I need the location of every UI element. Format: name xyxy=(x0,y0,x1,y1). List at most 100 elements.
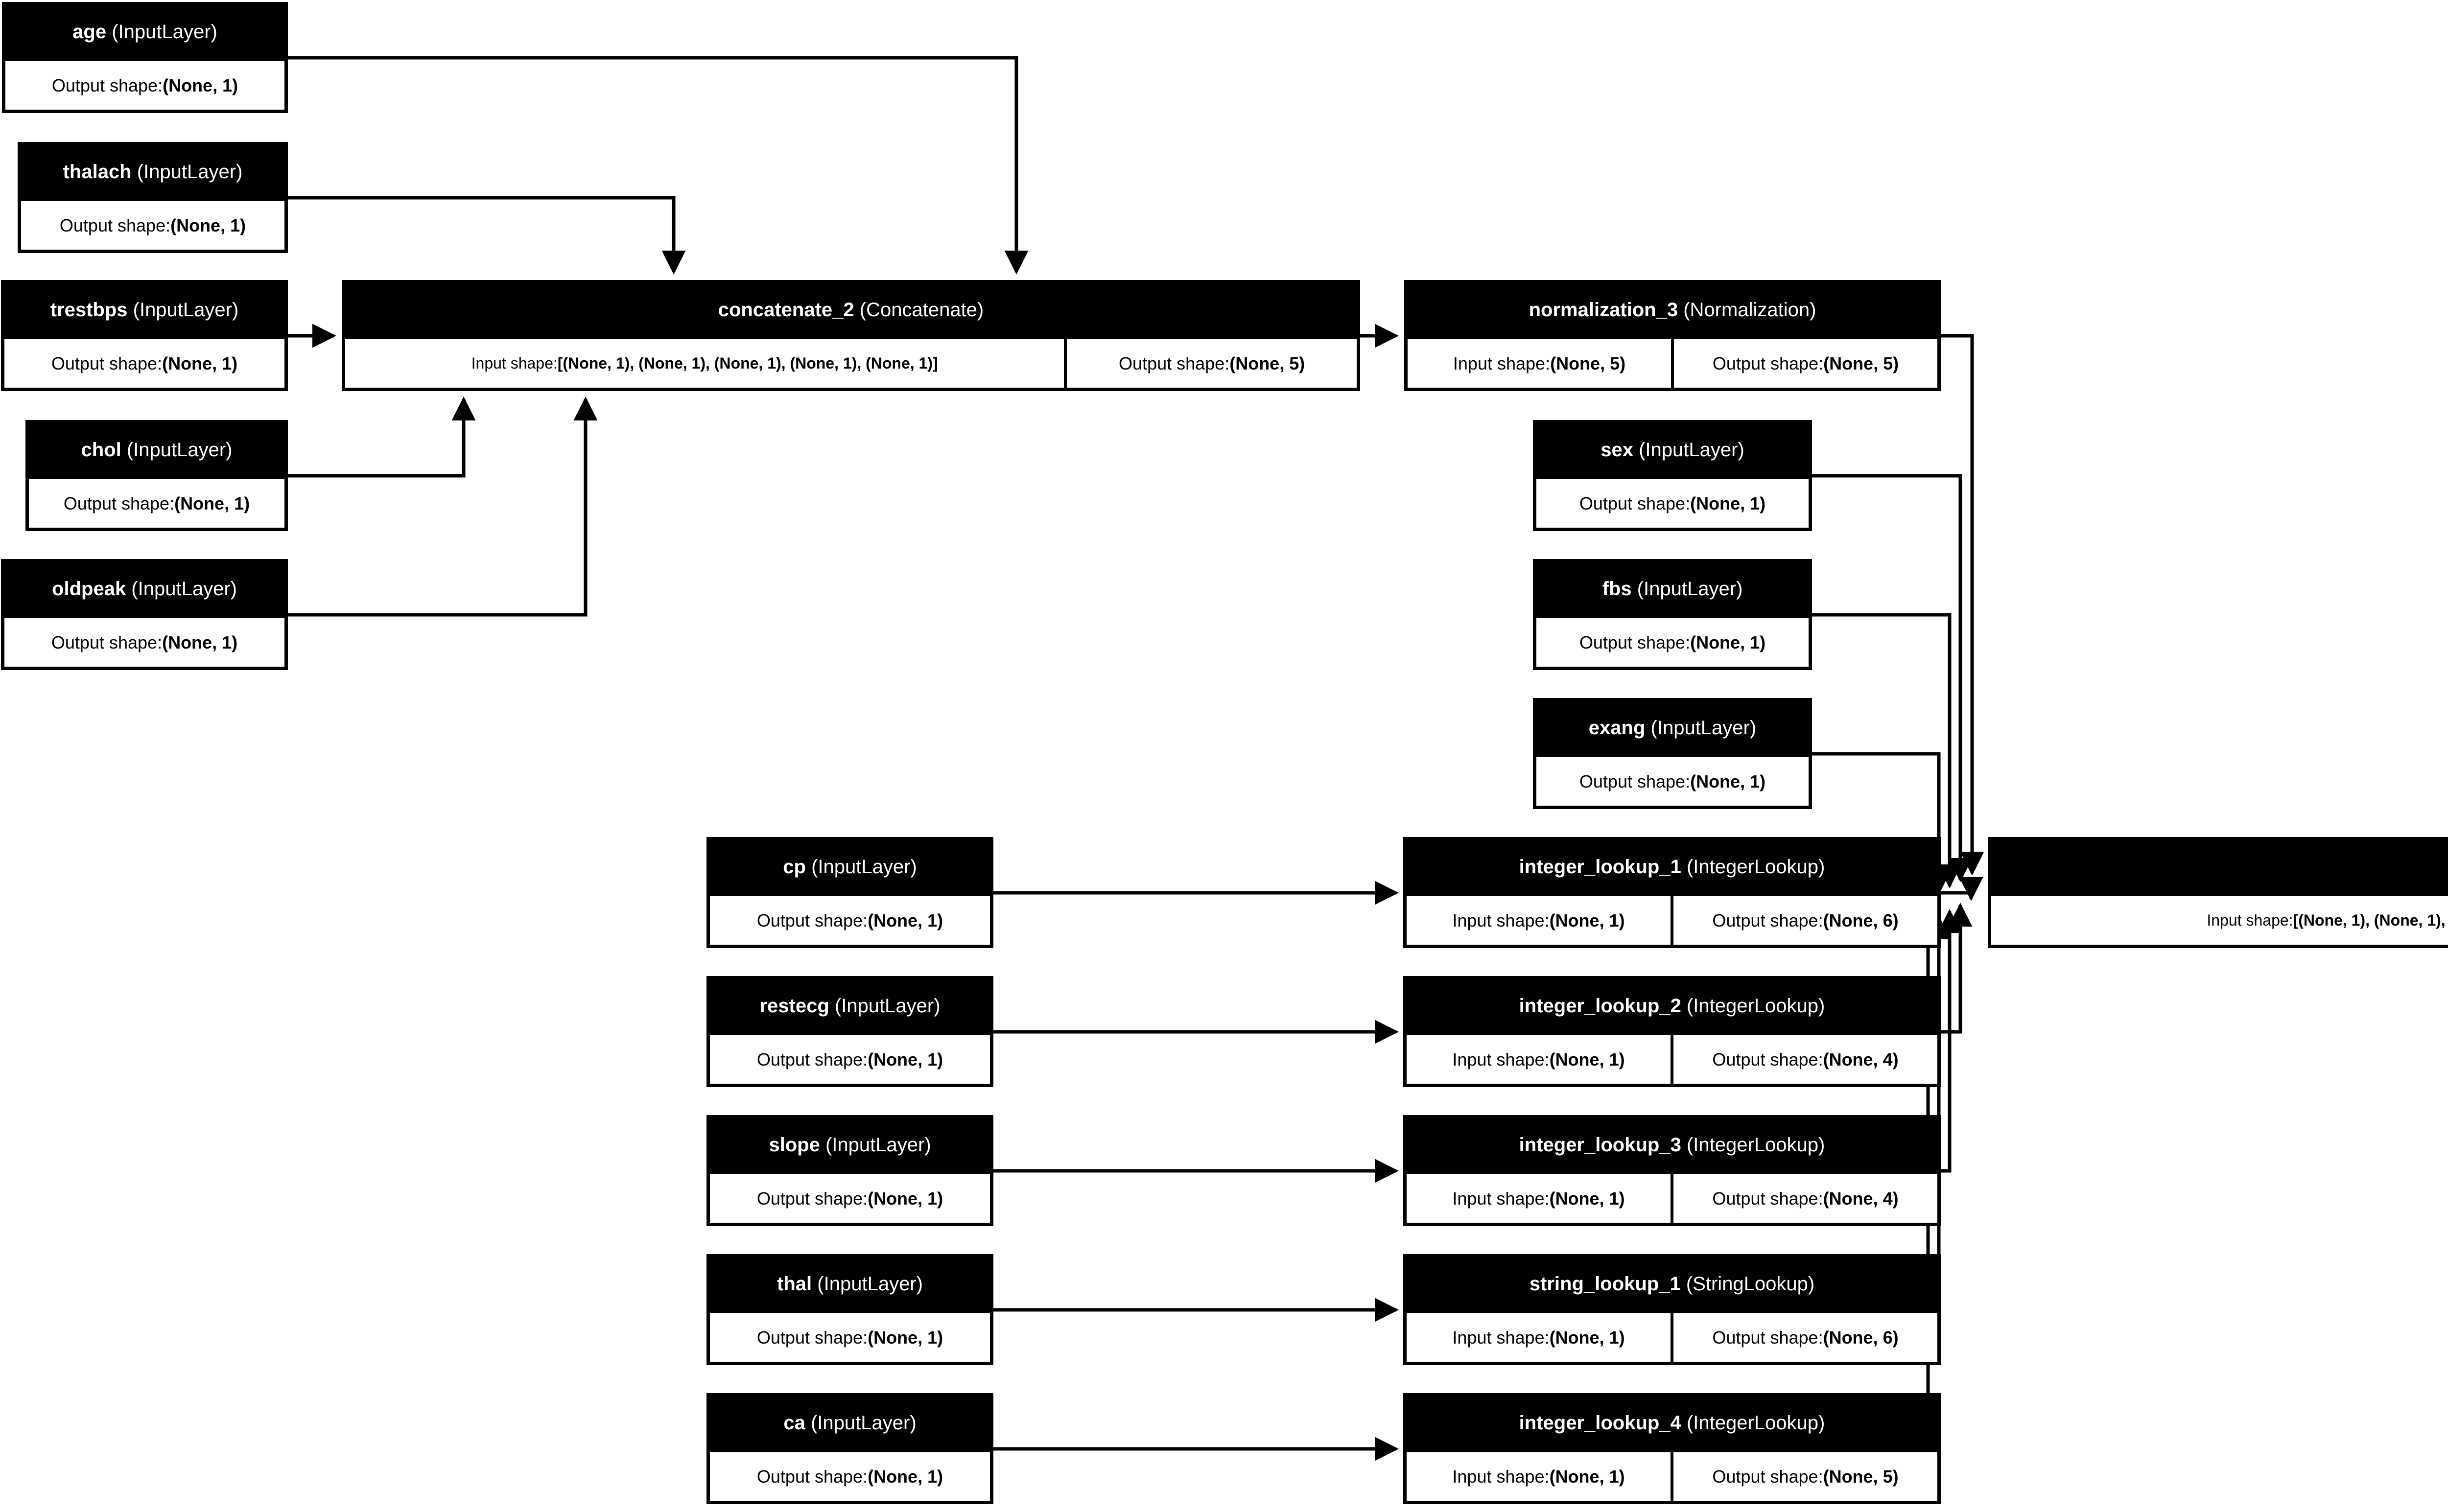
layer-node-integer_lookup_1[interactable]: integer_lookup_1 (IntegerLookup)Input sh… xyxy=(1403,837,1941,948)
layer-node-sex[interactable]: sex (InputLayer)Output shape: (None, 1) xyxy=(1533,420,1812,531)
shape-label: Input shape: xyxy=(1453,353,1551,373)
layer-title-oldpeak: oldpeak (InputLayer) xyxy=(3,561,286,617)
shape-value: (None, 1) xyxy=(163,75,238,95)
layer-shapes-oldpeak: Output shape: (None, 1) xyxy=(3,617,286,668)
layer-node-thalach[interactable]: thalach (InputLayer)Output shape: (None,… xyxy=(18,142,288,253)
layer-name-slope: slope xyxy=(769,1134,820,1156)
layer-name-normalization_3: normalization_3 xyxy=(1529,299,1678,321)
layer-node-oldpeak[interactable]: oldpeak (InputLayer)Output shape: (None,… xyxy=(1,559,288,670)
layer-class-fbs: (InputLayer) xyxy=(1631,578,1743,600)
layer-node-integer_lookup_3[interactable]: integer_lookup_3 (IntegerLookup) Input sh… xyxy=(1403,1115,1941,1226)
layer-name-sex: sex xyxy=(1601,439,1633,461)
shape-label: Output shape: xyxy=(59,215,171,235)
shape-value: (None, 4) xyxy=(1823,1049,1899,1070)
layer-class-chol: (InputLayer) xyxy=(121,439,233,461)
edge-chol-to-concatenate_2 xyxy=(288,396,476,478)
layer-node-restecg[interactable]: restecg (InputLayer)Output shape: (None,… xyxy=(706,976,993,1087)
output-shape-cell-age: Output shape: (None, 1) xyxy=(4,60,286,111)
shape-label: Output shape: xyxy=(1712,353,1824,373)
shape-value: [(None, 1), (None, 1), (None, 1), (None,… xyxy=(557,354,938,372)
layer-name-thal: thal xyxy=(777,1273,812,1295)
layer-name-integer_lookup_3: integer_lookup_3 xyxy=(1519,1134,1681,1156)
layer-name-integer_lookup_1: integer_lookup_1 xyxy=(1519,856,1681,878)
shape-label: Output shape: xyxy=(63,493,175,513)
layer-node-concatenate_3[interactable]: concatenate_3 (Concatenate)Input shape: … xyxy=(1988,837,2448,948)
layer-class-thal: (InputLayer) xyxy=(812,1273,923,1295)
layer-class-age: (InputLayer) xyxy=(106,21,217,43)
layer-name-exang: exang xyxy=(1588,717,1646,739)
shape-label: Output shape: xyxy=(51,632,163,652)
shape-value: (None, 1) xyxy=(868,1049,943,1070)
shape-label: Output shape: xyxy=(756,1327,868,1348)
layer-shapes-age: Output shape: (None, 1) xyxy=(4,60,286,111)
shape-value: [(None, 1), (None, 1), (None, 1), (None,… xyxy=(2293,911,2448,929)
layer-node-string_lookup_1[interactable]: string_lookup_1 (StringLookup)Input shap… xyxy=(1403,1254,1941,1365)
layer-node-concatenate_2[interactable]: concatenate_2 (Concatenate)Input shape: … xyxy=(342,280,1360,391)
shape-label: Input shape: xyxy=(1452,1188,1550,1209)
input-shape-cell-integer_lookup_2: Input shape: (None, 1) xyxy=(1405,1034,1672,1085)
layer-name-thalach: thalach xyxy=(63,161,132,183)
output-shape-cell-exang: Output shape: (None, 1) xyxy=(1535,756,1810,807)
shape-label: Input shape: xyxy=(471,354,558,372)
layer-node-normalization_3[interactable]: normalization_3 (Normalization)Input sha… xyxy=(1404,280,1941,391)
layer-node-integer_lookup_2[interactable]: integer_lookup_2 (IntegerLookup)Input sh… xyxy=(1403,976,1941,1087)
layer-title-fbs: fbs (InputLayer) xyxy=(1535,561,1810,617)
layer-shapes-exang: Output shape: (None, 1) xyxy=(1535,756,1810,807)
input-shape-cell-concatenate_3: Input shape: [(None, 1), (None, 1), (Non… xyxy=(1990,895,2448,946)
layer-title-age: age (InputLayer) xyxy=(4,4,286,60)
layer-shapes-normalization_3: Input shape: (None, 5)Output shape: (Non… xyxy=(1406,338,1939,389)
shape-value: (None, 1) xyxy=(174,493,250,513)
layer-shapes-slope: Output shape: (None, 1) xyxy=(708,1173,991,1224)
layer-name-cp: cp xyxy=(783,856,806,878)
shape-value: (None, 5) xyxy=(1823,1466,1899,1487)
edge-integer_lookup_1-to-concatenate_3 xyxy=(1941,877,1983,901)
layer-name-ca: ca xyxy=(783,1412,805,1434)
shape-value: (None, 1) xyxy=(1549,1466,1625,1487)
shape-value: (None, 1) xyxy=(162,353,238,373)
layer-shapes-chol: Output shape: (None, 1) xyxy=(27,478,286,529)
layer-title-integer_lookup_3: integer_lookup_3 (IntegerLookup) xyxy=(1405,1117,1939,1173)
layer-name-oldpeak: oldpeak xyxy=(52,578,126,600)
layer-name-chol: chol xyxy=(81,439,121,461)
input-shape-cell-concatenate_2: Input shape: [(None, 1), (None, 1), (Non… xyxy=(344,338,1066,389)
input-shape-cell-integer_lookup_1: Input shape: (None, 1) xyxy=(1405,895,1672,946)
layer-node-thal[interactable]: thal (InputLayer) Output shape: (None, 1) xyxy=(706,1254,993,1365)
input-shape-cell-normalization_3: Input shape: (None, 5) xyxy=(1406,338,1672,389)
shape-label: Output shape: xyxy=(1579,632,1691,652)
layer-class-normalization_3: (Normalization) xyxy=(1678,299,1816,321)
shape-label: Output shape: xyxy=(1712,1327,1823,1348)
edge-sex-to-concatenate_3 xyxy=(1812,474,1973,882)
layer-class-integer_lookup_4: (IntegerLookup) xyxy=(1681,1412,1825,1434)
layer-node-slope[interactable]: slope (InputLayer)Output shape: (None, 1… xyxy=(706,1115,993,1226)
shape-value: (None, 1) xyxy=(1549,910,1625,930)
layer-node-trestbps[interactable]: trestbps (InputLayer)Output shape: (None… xyxy=(1,280,288,391)
layer-node-chol[interactable]: chol (InputLayer) Output shape: (None, 1) xyxy=(25,420,288,531)
output-shape-cell-concatenate_2: Output shape: (None, 5) xyxy=(1065,338,1358,389)
shape-label: Output shape: xyxy=(756,1188,868,1209)
layer-node-integer_lookup_4[interactable]: integer_lookup_4 (IntegerLookup)Input sh… xyxy=(1403,1393,1941,1504)
output-shape-cell-restecg: Output shape: (None, 1) xyxy=(708,1034,991,1085)
layer-title-restecg: restecg (InputLayer) xyxy=(708,978,991,1034)
shape-label: Output shape: xyxy=(51,353,163,373)
shape-value: (None, 6) xyxy=(1823,1327,1899,1348)
layer-node-fbs[interactable]: fbs (InputLayer)Output shape: (None, 1) xyxy=(1533,559,1812,670)
shape-value: (None, 1) xyxy=(1549,1188,1625,1209)
layer-node-cp[interactable]: cp (InputLayer)Output shape: (None, 1) xyxy=(706,837,993,948)
shape-label: Output shape: xyxy=(1712,1049,1823,1070)
layer-name-restecg: restecg xyxy=(759,995,829,1017)
layer-node-exang[interactable]: exang (InputLayer)Output shape: (None, 1… xyxy=(1533,698,1812,809)
edge-normalization_3-to-concatenate_3 xyxy=(1941,334,1984,876)
layer-shapes-integer_lookup_2: Input shape: (None, 1) Output shape: (Non… xyxy=(1405,1034,1939,1085)
layer-title-exang: exang (InputLayer) xyxy=(1535,700,1810,756)
layer-title-integer_lookup_2: integer_lookup_2 (IntegerLookup) xyxy=(1405,978,1939,1034)
output-shape-cell-thal: Output shape: (None, 1) xyxy=(708,1312,991,1363)
shape-value: (None, 1) xyxy=(868,1188,943,1209)
layer-title-ca: ca (InputLayer) xyxy=(708,1395,991,1451)
layer-node-ca[interactable]: ca (InputLayer)Output shape: (None, 1) xyxy=(706,1393,993,1504)
layer-shapes-string_lookup_1: Input shape: (None, 1)Output shape: (Non… xyxy=(1405,1312,1939,1363)
layer-node-age[interactable]: age (InputLayer)Output shape: (None, 1) xyxy=(2,2,288,113)
layer-title-normalization_3: normalization_3 (Normalization) xyxy=(1406,282,1939,338)
layer-class-cp: (InputLayer) xyxy=(805,856,917,878)
layer-class-sex: (InputLayer) xyxy=(1633,439,1744,461)
